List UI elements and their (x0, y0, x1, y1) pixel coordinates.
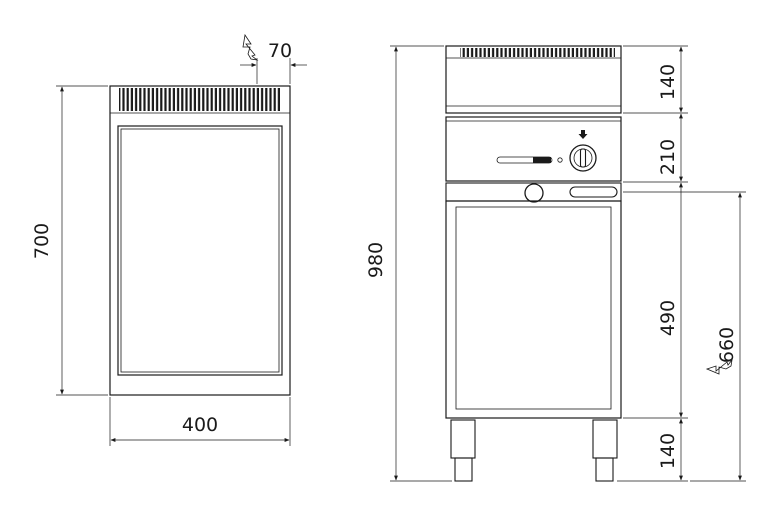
indicator-light (496, 156, 553, 164)
control-knob-icon (569, 144, 597, 172)
front-rail (445, 182, 622, 202)
overall-height-label: 980 (365, 242, 387, 278)
width-dimension: 400 (109, 397, 291, 446)
legs (450, 419, 618, 482)
cabinet-frame (445, 200, 622, 419)
connection-height-dimension: 660 (623, 191, 746, 482)
drain-cock (524, 183, 544, 203)
overall-height-dimension: 980 (365, 45, 452, 482)
section-label-panel: 210 (657, 139, 679, 175)
top-view-griddle-plate (117, 125, 283, 376)
top-view: 400 700 70 (31, 33, 307, 446)
front-view-grill (460, 48, 615, 57)
depth-dimension: 700 (31, 85, 108, 396)
section-label-cabinet: 490 (657, 300, 679, 336)
section-label-legs: 140 (657, 433, 679, 469)
section-dimensions: 140 210 490 140 (617, 45, 688, 482)
power-connection-icon (242, 33, 259, 61)
knob-arrow-icon (578, 130, 588, 139)
cabinet-opening (455, 206, 612, 410)
depth-label: 700 (31, 223, 53, 259)
connection-offset-dimension: 70 (240, 33, 307, 84)
power-connection-icon (705, 358, 733, 375)
top-section (445, 45, 622, 114)
top-view-grill (119, 88, 281, 111)
connection-offset-label: 70 (268, 40, 292, 62)
control-panel (445, 116, 622, 182)
connection-height-label: 660 (716, 327, 738, 363)
width-label: 400 (182, 414, 218, 436)
section-label-top: 140 (657, 64, 679, 100)
front-view: 980 140 210 490 140 660 (365, 45, 746, 482)
top-view-outline (109, 85, 291, 396)
drawer-handle (569, 186, 618, 198)
